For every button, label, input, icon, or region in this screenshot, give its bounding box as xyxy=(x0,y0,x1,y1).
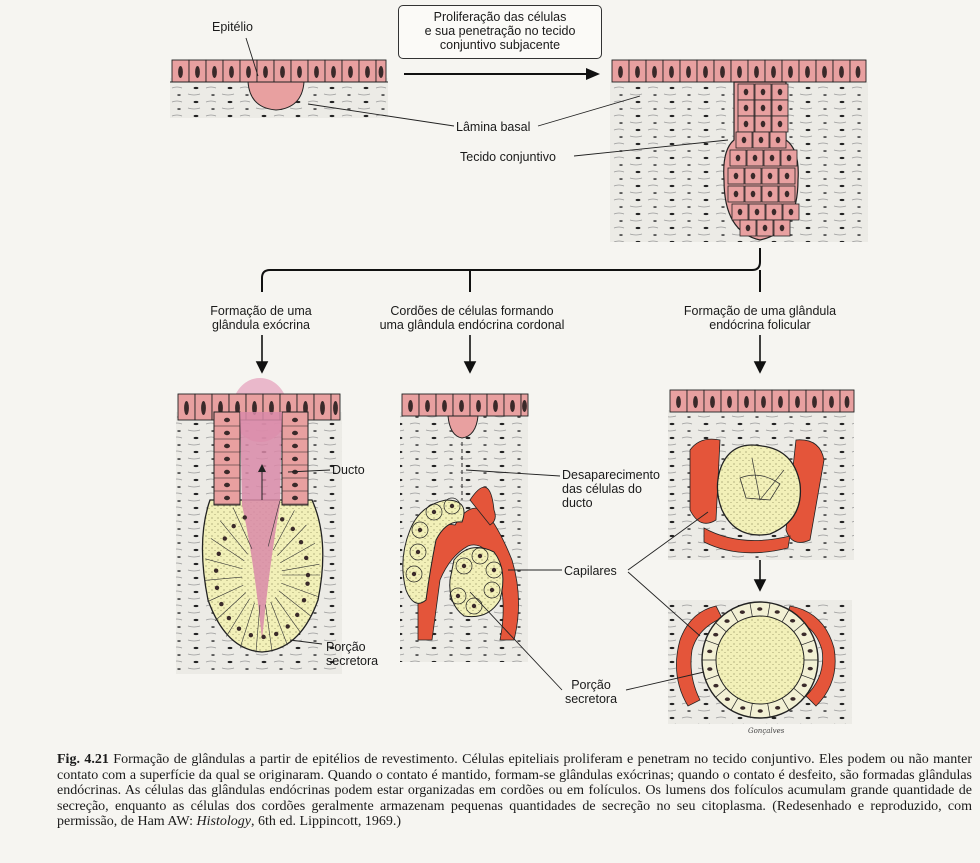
label-porcao-2-line-1: Porção xyxy=(571,678,611,692)
label-epitelio: Epitélio xyxy=(212,20,253,34)
illustrator-signature: Gonçalves xyxy=(748,727,785,735)
proliferation-box: Proliferação das células e sua penetraçã… xyxy=(398,5,602,59)
stage-arrows xyxy=(255,335,767,592)
caption-book: Histology xyxy=(196,814,251,830)
follicular-endocrine-stage1 xyxy=(668,389,855,560)
exocrine-gland xyxy=(176,378,342,674)
proliferation-arrow xyxy=(404,68,600,80)
label-porcao-2-line-2: secretora xyxy=(564,692,618,706)
proliferation-stage xyxy=(610,59,868,242)
label-cordonal: Cordões de células formando uma glândula… xyxy=(374,304,570,332)
label-folicular-line-2: endócrina folicular xyxy=(709,318,811,332)
proliferation-line-1: Proliferação das células xyxy=(433,10,567,24)
figure-caption: Fig. 4.21 Formação de glândulas a partir… xyxy=(57,752,972,830)
follicular-endocrine-stage2 xyxy=(668,600,852,724)
initial-epithelium-stage xyxy=(170,59,388,118)
caption-fig-number: Fig. 4.21 xyxy=(57,752,109,767)
label-desaparecimento-line-1: Desaparecimento xyxy=(562,468,660,482)
label-porcao-1-line-2: secretora xyxy=(326,654,379,668)
label-exocrine-line-2: glândula exócrina xyxy=(212,318,310,332)
branch-connector xyxy=(261,248,761,292)
label-porcao-secretora-exocrine: Porção secretora xyxy=(326,640,378,668)
label-desaparecimento: Desaparecimento das células do ducto xyxy=(562,468,660,510)
proliferation-line-3: conjuntivo subjacente xyxy=(439,38,561,52)
label-exocrine: Formação de uma glândula exócrina xyxy=(196,304,326,332)
label-folicular: Formação de uma glândula endócrina folic… xyxy=(680,304,840,332)
label-cordonal-line-1: Cordões de células formando xyxy=(390,304,554,318)
label-porcao-1-line-1: Porção xyxy=(326,640,366,654)
proliferation-line-2: e sua penetração no tecido xyxy=(424,24,576,38)
caption-text: Formação de glândulas a partir de epitél… xyxy=(57,752,972,830)
label-tecido-conjuntivo: Tecido conjuntivo xyxy=(460,150,556,164)
label-cordonal-line-2: uma glândula endócrina cordonal xyxy=(379,318,565,332)
leader-lines xyxy=(245,37,729,691)
label-capilares: Capilares xyxy=(564,564,617,578)
cordonal-endocrine-gland xyxy=(400,393,529,662)
label-exocrine-line-1: Formação de uma xyxy=(210,304,312,318)
label-desaparecimento-line-3: ducto xyxy=(562,496,593,510)
label-desaparecimento-line-2: das células do xyxy=(562,482,642,496)
label-folicular-line-1: Formação de uma glândula xyxy=(683,304,837,318)
caption-tail: , 6th ed. Lippincott, 1969.) xyxy=(250,814,402,830)
label-porcao-secretora-follicular: Porção secretora xyxy=(556,678,626,706)
label-ducto: Ducto xyxy=(332,463,365,477)
label-lamina-basal: Lâmina basal xyxy=(456,120,531,134)
